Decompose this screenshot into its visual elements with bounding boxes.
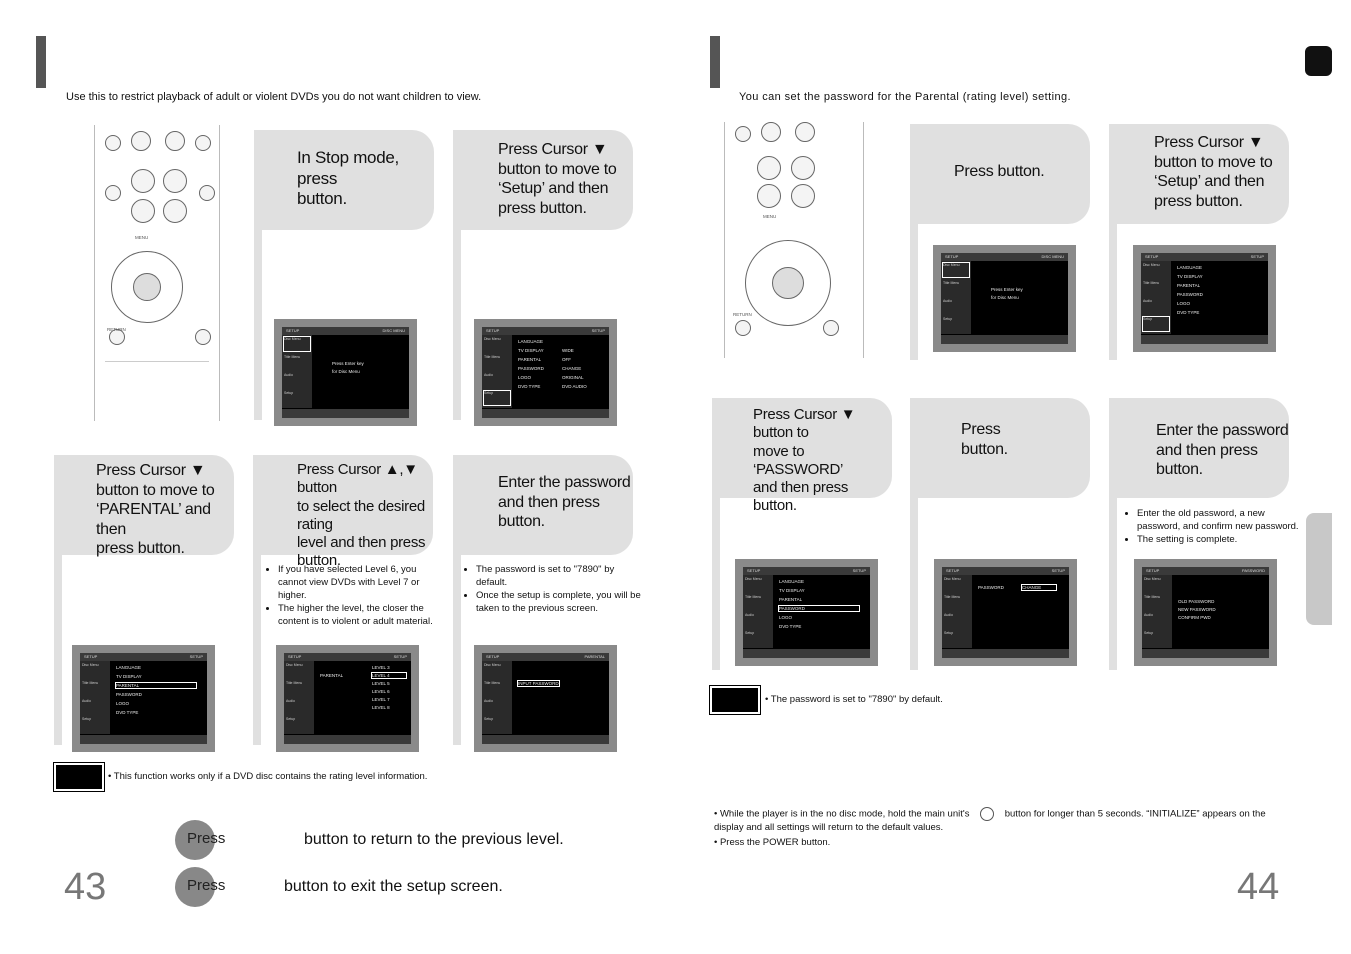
- intro-text-right: You can set the password for the Parenta…: [739, 91, 1071, 103]
- right-step-1-text: Press button.: [954, 163, 1045, 180]
- power-button-icon: [980, 807, 995, 821]
- page-number-right: 44: [1237, 866, 1280, 908]
- return-text: button to return to the previous level.: [304, 831, 564, 848]
- right-note-label-box: [712, 688, 758, 712]
- step-4-bubble: Press Cursor ▲,▼ button to select the de…: [253, 455, 433, 569]
- page-number-left: 43: [64, 866, 107, 908]
- right-step-3-bubble: Press Cursor ▼ button to move to ‘PASSWO…: [712, 398, 892, 514]
- right-step-4-text: Press button.: [961, 421, 1008, 458]
- right-step-4-bubble: Press button.: [910, 398, 1090, 498]
- right-step-2-text: Press Cursor ▼ button to move to ‘Setup’…: [1154, 134, 1273, 210]
- return-circle: Press: [175, 820, 225, 860]
- right-step-5-text: Enter the password and then press button…: [1156, 422, 1289, 479]
- step-4-text: Press Cursor ▲,▼ button to select the de…: [297, 461, 426, 570]
- right-step-1-bubble: Press button.: [910, 124, 1090, 224]
- right-step-5-bubble: Enter the password and then press button…: [1109, 398, 1289, 498]
- note-label-box: [56, 765, 102, 789]
- step-3-text: Press Cursor ▼ button to move to ‘PARENT…: [96, 462, 215, 558]
- right-step-3-text: Press Cursor ▼ button to move to ‘PASSWO…: [753, 406, 856, 515]
- step-5-notes: The password is set to "7890" by default…: [466, 563, 646, 615]
- right-note-default: • The password is set to "7890" by defau…: [765, 694, 943, 705]
- step-3-bubble: Press Cursor ▼ button to move to ‘PARENT…: [54, 455, 234, 557]
- exit-text: button to exit the setup screen.: [284, 878, 503, 895]
- section-bar: [36, 36, 46, 88]
- step-5-text: Enter the password and then press button…: [498, 474, 631, 531]
- remote-control-image: RETURN MENU: [94, 125, 220, 421]
- reset-notes: • While the player is in the no disc mod…: [714, 807, 1266, 848]
- step-2-text: Press Cursor ▼ button to move to ‘Setup’…: [498, 141, 617, 217]
- step-2-bubble: Press Cursor ▼ button to move to ‘Setup’…: [453, 130, 633, 230]
- step-4-notes: If you have selected Level 6, you cannot…: [268, 563, 438, 628]
- intro-text: Use this to restrict playback of adult o…: [66, 91, 482, 103]
- step-1-bubble: In Stop mode, press button.: [254, 130, 434, 230]
- right-step-5-notes: Enter the old password, a new password, …: [1127, 507, 1299, 546]
- step-5-bubble: Enter the password and then press button…: [453, 455, 633, 555]
- exit-circle: Press: [175, 867, 225, 907]
- step-1-text: In Stop mode, press button.: [297, 148, 399, 209]
- note-bottom: • This function works only if a DVD disc…: [108, 771, 428, 782]
- section-bar-right: [710, 36, 720, 88]
- chapter-tab-dark: [1305, 46, 1332, 76]
- right-step-2-bubble: Press Cursor ▼ button to move to ‘Setup’…: [1109, 124, 1289, 224]
- chapter-tab-grey: [1306, 513, 1332, 625]
- remote-control-image-right: MENU RETURN: [724, 122, 864, 358]
